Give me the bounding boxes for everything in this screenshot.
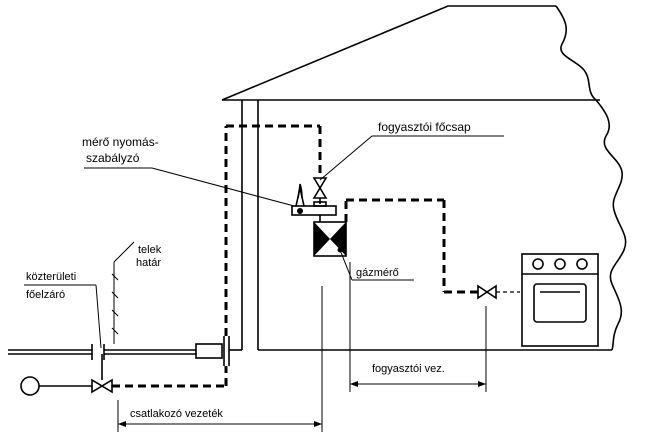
riser-pipe — [224, 124, 322, 336]
stove-body — [521, 253, 599, 347]
meter-regulator-label-line1: mérő nyomás- — [82, 135, 159, 149]
plot-boundary-label-line2: határ — [136, 257, 161, 269]
dim-consumer-arrow-left — [350, 381, 358, 387]
gas-meter-label: gázmérő — [356, 267, 399, 279]
public-shutoff-label-line2: főelzáró — [26, 289, 65, 301]
stove-knob-1 — [532, 258, 544, 270]
regulator-leader — [151, 167, 295, 207]
public-shutoff-pointer — [95, 284, 102, 349]
public-shutoff-valve-left — [91, 378, 104, 394]
regulator-cap — [297, 183, 303, 199]
plot-boundary — [111, 241, 135, 344]
meter-left-wedge — [314, 222, 330, 256]
regulator-spring — [295, 187, 305, 207]
dim-connection-arrow-right — [314, 421, 322, 427]
main-valve-lower — [312, 186, 328, 199]
regulator-dot — [297, 208, 303, 214]
pipe-coupling — [195, 343, 223, 359]
consumer-main-valve-label: fogyasztói főcsap — [378, 120, 471, 134]
stove-oven-door — [533, 283, 587, 323]
dim-connection-arrow-left — [118, 421, 126, 427]
connection-line-label: csatlakozó vezeték — [130, 408, 223, 420]
stove-knob-2 — [554, 258, 566, 270]
dimension-connection-line — [117, 286, 323, 432]
boundary-leader — [113, 241, 135, 263]
street-main-circle — [20, 376, 40, 396]
plot-boundary-label-line1: telek — [138, 244, 162, 256]
public-shutoff-assembly — [20, 354, 228, 396]
dim-consumer-arrow-right — [478, 381, 486, 387]
public-shutoff-label-line1: közterületi — [26, 271, 76, 283]
gas-stove — [521, 253, 599, 347]
appliance-valve-left — [477, 284, 489, 300]
appliance-valve-right — [485, 284, 497, 300]
house-outline — [221, 5, 627, 351]
main-valve-upper — [312, 177, 328, 190]
consumer-line-label: fogyasztói vez. — [372, 363, 445, 375]
regulator-flange — [313, 201, 327, 207]
meter-pressure-regulator — [84, 167, 337, 216]
service-pipe — [8, 336, 242, 366]
public-shutoff-leader — [24, 284, 102, 349]
gas-meter — [313, 215, 414, 281]
cutaway-break-line — [555, 5, 627, 351]
consumer-main-valve — [312, 135, 504, 204]
roof-line — [221, 5, 556, 101]
dimension-consumer-line — [349, 262, 487, 392]
stove-knob-3 — [576, 258, 588, 270]
meter-regulator-label-line2: szabályzó — [86, 151, 140, 165]
public-shutoff-valve-right — [100, 378, 113, 394]
meter-right-wedge — [330, 222, 346, 256]
consumer-pipe — [344, 198, 520, 300]
main-valve-leader — [319, 135, 373, 181]
boundary-hatch — [111, 273, 119, 335]
